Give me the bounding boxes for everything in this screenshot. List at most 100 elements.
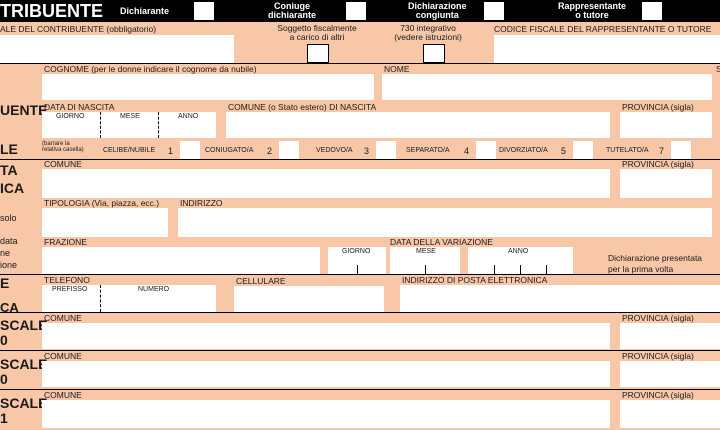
- section-side-label: CA: [0, 300, 19, 315]
- stato-num: 1: [168, 146, 174, 156]
- section-side-label: 1: [0, 410, 8, 426]
- anno-label: ANNO: [508, 248, 529, 255]
- section-title: TRIBUENTE: [0, 1, 103, 21]
- giorno-label: GIORNO: [56, 113, 85, 120]
- cognome-label: COGNOME (per le donne indicare il cognom…: [44, 64, 257, 74]
- comune-domicilio-input[interactable]: [42, 361, 610, 387]
- section-side-label: ICA: [0, 180, 25, 196]
- cognome-input[interactable]: [42, 74, 374, 100]
- indirizzo-label: INDIRIZZO: [180, 198, 223, 208]
- codice-fiscale-label: ALE DEL CONTRIBUENTE (obbligatorio): [0, 24, 157, 34]
- section-side-label: data ne ione: [0, 236, 18, 270]
- telefono-input[interactable]: [42, 285, 216, 312]
- divider: [0, 274, 720, 275]
- telefono-label: TELEFONO: [44, 275, 90, 285]
- provincia-residenza-label: PROVINCIA (sigla): [622, 159, 694, 169]
- soggetto-checkbox[interactable]: [307, 44, 329, 63]
- provincia-domicilio-label: PROVINCIA (sigla): [622, 390, 694, 400]
- provincia-domicilio-input[interactable]: [620, 400, 720, 428]
- comune-domicilio-input[interactable]: [42, 400, 610, 428]
- prefisso-label: PREFISSO: [52, 286, 88, 293]
- stato-num: 3: [364, 146, 370, 156]
- nome-label: NOME: [384, 64, 410, 74]
- section-side-label: UENTE: [0, 102, 48, 118]
- stato-vedovo-checkbox[interactable]: [376, 141, 396, 160]
- congiunta-checkbox[interactable]: [484, 2, 504, 20]
- stato-label: TUTELATO/A: [606, 147, 649, 154]
- divider: [0, 159, 720, 160]
- tipologia-label: TIPOLOGIA (Via, piazza, ecc.): [44, 198, 160, 208]
- stato-label: CONIUGATO/A: [205, 147, 254, 154]
- coniuge-label: Coniuge dichiarante: [268, 1, 317, 20]
- provincia-nascita-label: PROVINCIA (sigla): [622, 102, 694, 112]
- email-input[interactable]: [400, 285, 720, 312]
- stato-num: 4: [464, 146, 470, 156]
- soggetto-label: Soggetto fiscalmente a carico di altri: [277, 23, 357, 42]
- codice-fiscale-input[interactable]: [0, 35, 234, 63]
- provincia-nascita-input[interactable]: [620, 112, 712, 138]
- dichiarante-checkbox[interactable]: [194, 2, 214, 20]
- rappresentante-cf-label: CODICE FISCALE DEL RAPPRESENTANTE O TUTO…: [494, 24, 712, 34]
- stato-label: CELIBE/NUBILE: [103, 147, 156, 154]
- frazione-input[interactable]: [42, 247, 320, 274]
- comune-residenza-input[interactable]: [42, 169, 610, 198]
- stato-celibe-checkbox[interactable]: [180, 141, 200, 160]
- comune-domicilio-label: COMUNE: [44, 313, 82, 323]
- coniuge-checkbox[interactable]: [346, 2, 366, 20]
- indirizzo-input[interactable]: [178, 208, 712, 237]
- stato-divorziato-checkbox[interactable]: [573, 141, 593, 160]
- provincia-domicilio-input[interactable]: [620, 361, 720, 387]
- section-side-label: LE: [0, 141, 18, 157]
- data-variazione-label: DATA DELLA VARIAZIONE: [390, 237, 493, 247]
- tipologia-input[interactable]: [42, 208, 168, 237]
- stato-label: SEPARATO/A: [406, 147, 450, 154]
- section-side-label: 0: [0, 332, 8, 348]
- email-label: INDIRIZZO DI POSTA ELETTRONICA: [402, 275, 548, 285]
- barrare-label: (barrare la relativa casella): [42, 141, 84, 153]
- stato-coniugato-checkbox[interactable]: [279, 141, 299, 160]
- stato-tutelato-checkbox[interactable]: [671, 141, 691, 160]
- provincia-domicilio-label: PROVINCIA (sigla): [622, 351, 694, 361]
- divider: [0, 63, 720, 64]
- section-side-label: E: [0, 275, 10, 291]
- provincia-domicilio-input[interactable]: [620, 323, 720, 349]
- cellulare-input[interactable]: [234, 286, 384, 312]
- form-header: TRIBUENTE Dichiarante Coniuge dichiarant…: [0, 0, 720, 22]
- divider: [0, 350, 720, 351]
- stato-label: VEDOVO/A: [316, 147, 353, 154]
- data-nascita-input[interactable]: [42, 112, 216, 138]
- numero-label: NUMERO: [138, 286, 170, 293]
- integrativo-label: 730 integrativo (vedere istruzioni): [394, 23, 462, 42]
- rappresentante-cf-input[interactable]: [494, 35, 720, 63]
- provincia-domicilio-label: PROVINCIA (sigla): [622, 313, 694, 323]
- edge-label: S: [716, 64, 720, 74]
- section-side-label: SCALE: [0, 395, 48, 411]
- section-side-label: solo: [0, 213, 17, 223]
- dichiarazione-label: Dichiarazione presentata per la prima vo…: [608, 253, 703, 274]
- section-side-label: TA: [0, 162, 18, 178]
- giorno-label: GIORNO: [342, 248, 371, 255]
- nome-input[interactable]: [382, 74, 712, 100]
- integrativo-checkbox[interactable]: [423, 44, 445, 63]
- mese-label: MESE: [120, 113, 140, 120]
- dichiarante-label: Dichiarante: [120, 6, 170, 16]
- anno-label: ANNO: [178, 113, 199, 120]
- comune-domicilio-label: COMUNE: [44, 351, 82, 361]
- comune-domicilio-input[interactable]: [42, 323, 610, 349]
- rappresentante-checkbox[interactable]: [642, 2, 662, 20]
- rappresentante-label: Rappresentante o tutore: [558, 1, 627, 20]
- section-side-label: 0: [0, 371, 8, 387]
- stato-separato-checkbox[interactable]: [476, 141, 496, 160]
- section-side-label: SCALE: [0, 356, 48, 372]
- divider: [0, 389, 720, 390]
- section-side-label: SCALE: [0, 317, 48, 333]
- comune-residenza-label: COMUNE: [44, 159, 82, 169]
- stato-num: 2: [267, 146, 273, 156]
- provincia-residenza-input[interactable]: [620, 169, 712, 198]
- stato-label: DIVORZIATO/A: [499, 147, 548, 154]
- comune-nascita-input[interactable]: [226, 112, 610, 138]
- stato-num: 5: [561, 146, 567, 156]
- stato-num: 7: [659, 146, 665, 156]
- frazione-label: FRAZIONE: [44, 237, 87, 247]
- mese-label: MESE: [416, 248, 436, 255]
